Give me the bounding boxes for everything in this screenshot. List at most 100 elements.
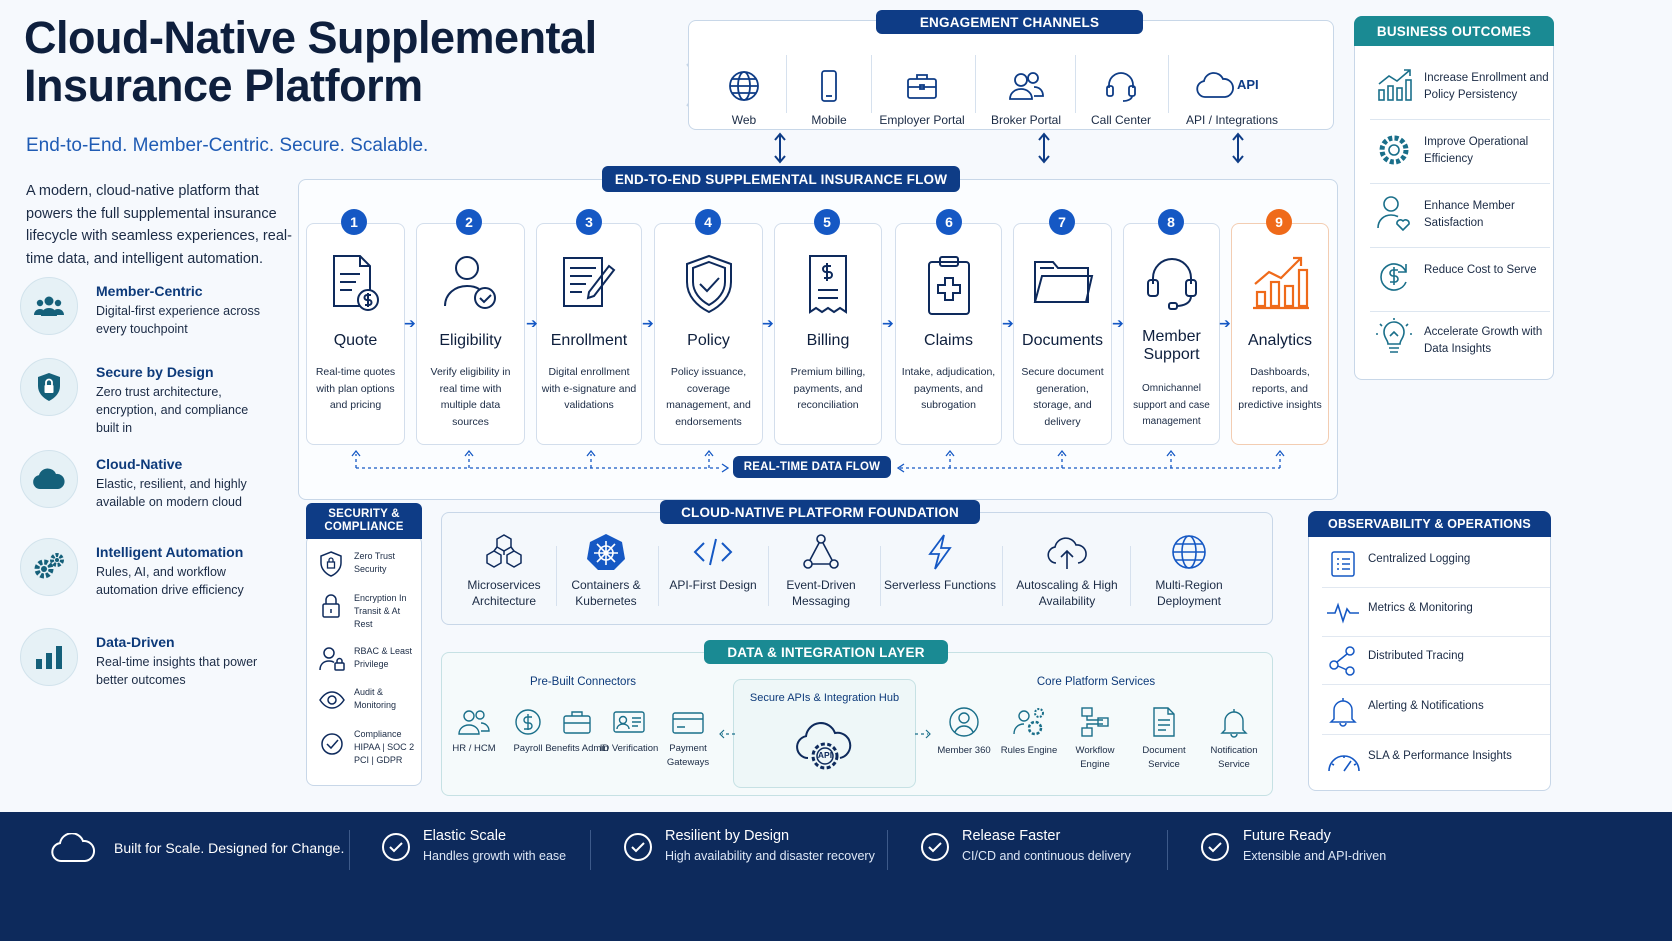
flow-step-eligibility[interactable]: Eligibility Verify eligibility in real t… [416, 223, 525, 445]
arrow-right-icon: ➔ [1112, 315, 1124, 331]
outcome-enrollment: Increase Enrollment and Policy Persisten… [1370, 58, 1550, 120]
obs-alerting[interactable]: Alerting & Notifications [1322, 687, 1550, 735]
flow-step-documents[interactable]: Documents Secure document generation, st… [1013, 223, 1112, 445]
obs-distributed-tracing[interactable]: Distributed Tracing [1322, 637, 1550, 685]
cloud-api-gear-icon [796, 722, 852, 770]
connectors-title: Pre-Built Connectors [529, 676, 637, 688]
workflow-icon [1081, 707, 1109, 737]
footer-bar [0, 812, 1672, 941]
double-arrow-icon [774, 132, 786, 164]
form-pen-icon [563, 257, 616, 307]
obs-metrics-monitoring[interactable]: Metrics & Monitoring [1322, 589, 1550, 637]
step-title: Member Support [1142, 328, 1201, 363]
arrow-right-icon: ➔ [882, 315, 894, 331]
step-title: Policy [687, 332, 730, 349]
flow-step-billing[interactable]: Billing Premium billing, payments, and r… [774, 223, 882, 445]
connector-hr-hcm[interactable]: HR / HCM [439, 708, 509, 756]
id-card-icon [613, 711, 645, 733]
card-icon [672, 712, 704, 734]
outcome-satisfaction: Enhance Member Satisfaction [1370, 186, 1550, 248]
pillar-desc: Real-time insights that power better out… [96, 655, 258, 687]
pillar-desc: Rules, AI, and workflow automation drive… [96, 565, 244, 597]
cloud-icon [20, 450, 78, 508]
channel-label: Web [731, 113, 757, 127]
arrow-right-icon: ➔ [1002, 315, 1014, 331]
kubernetes-icon [587, 534, 625, 570]
step-title: Enrollment [550, 332, 628, 349]
connector-payment-gateways[interactable]: Payment Gateways [653, 708, 723, 770]
channel-employer-portal[interactable]: Employer Portal [872, 69, 972, 127]
step-desc: Secure document generation, storage, and… [1021, 366, 1104, 428]
flow-step-policy[interactable]: Policy Policy issuance, coverage managem… [654, 223, 763, 445]
double-arrow-icon [1232, 132, 1244, 164]
connector-benefits-admin[interactable]: Benefits Admin [542, 708, 612, 756]
flow-step-analytics[interactable]: Analytics Dashboards, reports, and predi… [1231, 223, 1329, 445]
pillar-data-driven: Data-Driven Real-time insights that powe… [20, 628, 310, 698]
footer-slogan: Built for Scale. Designed for Change. [114, 840, 345, 856]
foundation-multi-region[interactable]: Multi-Region Deployment [1130, 533, 1248, 609]
channel-label: Mobile [811, 113, 847, 127]
eye-icon [319, 691, 345, 709]
footer-item-resilient: Resilient by Design High availability an… [665, 828, 875, 863]
gears-icon [20, 538, 78, 596]
arrow-right-icon: ➔ [762, 315, 774, 331]
realtime-data-flow-lines [351, 449, 1285, 473]
channel-label: Employer Portal [879, 113, 965, 127]
foundation-microservices[interactable]: Microservices Architecture [445, 533, 563, 609]
channel-call-center[interactable]: Call Center [1076, 69, 1166, 127]
cloud-api-icon [1196, 72, 1234, 98]
flow-step-member-support[interactable]: Member Support Omnichannel support and c… [1123, 223, 1220, 445]
user-check-icon [443, 256, 496, 309]
footer-item-elastic-scale: Elastic Scale Handles growth with ease [423, 828, 567, 863]
people-icon [20, 277, 78, 335]
pillar-secure-by-design: Secure by Design Zero trust architecture… [20, 358, 310, 438]
core-rules-engine[interactable]: Rules Engine [994, 706, 1064, 758]
flow-step-claims[interactable]: Claims Intake, adjudication, payments, a… [895, 223, 1002, 445]
step-desc: Verify eligibility in real time with mul… [430, 366, 511, 428]
mobile-icon [821, 70, 837, 102]
channel-web[interactable]: Web [699, 69, 789, 127]
flow-header: END-TO-END SUPPLEMENTAL INSURANCE FLOW [602, 166, 960, 192]
foundation-serverless[interactable]: Serverless Functions [881, 533, 999, 593]
api-badge: API [1237, 77, 1259, 92]
outcome-efficiency: Improve Operational Efficiency [1370, 122, 1550, 184]
user-lock-icon [319, 647, 345, 671]
observability-header: OBSERVABILITY & OPERATIONS [1308, 511, 1551, 537]
flow-step-quote[interactable]: Quote Real-time quotes with plan options… [306, 223, 405, 445]
channel-broker-portal[interactable]: Broker Portal [976, 69, 1076, 127]
observability-panel [1308, 511, 1551, 791]
channel-mobile[interactable]: Mobile [784, 69, 874, 127]
data-layer-header: DATA & INTEGRATION LAYER [704, 640, 948, 664]
foundation-containers[interactable]: Containers & Kubernetes [547, 533, 665, 609]
step-desc: Policy issuance, coverage management, an… [666, 366, 751, 428]
integration-hub[interactable]: Secure APIs & Integration Hub API [733, 679, 916, 788]
connector-payroll[interactable]: Payroll [493, 708, 563, 756]
core-member-360[interactable]: Member 360 [929, 706, 999, 758]
obs-sla-performance[interactable]: SLA & Performance Insights [1322, 737, 1550, 785]
bolt-icon [928, 534, 952, 570]
connector-id-verification[interactable]: ID Verification [594, 708, 664, 756]
foundation-api-first[interactable]: API-First Design [654, 533, 772, 593]
flow-step-enrollment[interactable]: Enrollment Digital enrollment with e-sig… [536, 223, 642, 445]
core-document-service[interactable]: Document Service [1129, 706, 1199, 772]
core-workflow-engine[interactable]: Workflow Engine [1060, 706, 1130, 772]
check-circle-icon [321, 733, 343, 755]
headset-icon [1146, 258, 1197, 310]
pillar-cloud-native: Cloud-Native Elastic, resilient, and hig… [20, 450, 310, 520]
arrow-right-icon: ➔ [526, 315, 538, 331]
user-gear-icon [1013, 708, 1044, 736]
foundation-autoscaling[interactable]: Autoscaling & High Availability [1008, 533, 1126, 609]
step-number: 2 [456, 209, 482, 235]
obs-centralized-logging[interactable]: Centralized Logging [1322, 540, 1550, 588]
gauge-icon [1328, 755, 1360, 772]
step-title: Billing [806, 332, 850, 349]
briefcase-icon [907, 74, 937, 99]
outcome-reduce-cost: Reduce Cost to Serve [1370, 250, 1550, 312]
core-notification-service[interactable]: Notification Service [1199, 706, 1269, 772]
step-number: 5 [814, 209, 840, 235]
foundation-event-driven[interactable]: Event-Driven Messaging [762, 533, 880, 609]
user-circle-icon [949, 707, 979, 737]
engagement-channels-header: ENGAGEMENT CHANNELS [876, 10, 1143, 34]
intro-text: A modern, cloud-native platform that pow… [26, 183, 292, 267]
channel-api-integrations[interactable]: API API / Integrations [1177, 69, 1287, 127]
